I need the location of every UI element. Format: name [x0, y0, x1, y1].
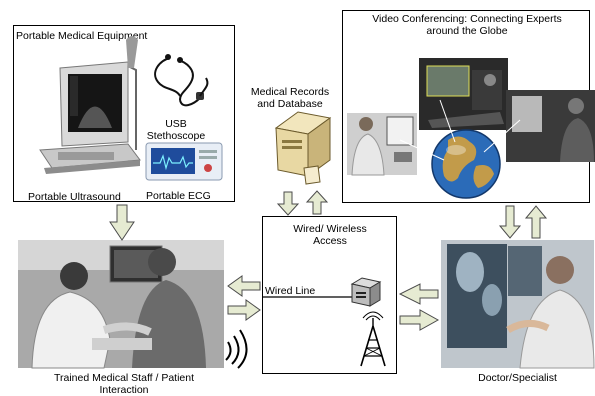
arrow-access-to-staff	[227, 275, 261, 297]
doctor-caption: Doctor/Specialist	[478, 372, 557, 384]
usb-stethoscope-label: USB Stethoscope	[146, 118, 206, 142]
access-title: Wired/ Wireless Access	[293, 223, 367, 247]
arrow-video-down	[498, 205, 522, 239]
arrow-equipment-to-staff	[109, 204, 135, 241]
arrow-access-to-doctor	[399, 309, 440, 331]
equipment-box	[13, 25, 235, 202]
portable-ultrasound-label: Portable Ultrasound	[28, 191, 121, 203]
video-conferencing-title: Video Conferencing: Connecting Experts a…	[372, 13, 562, 37]
wired-line-label: Wired Line	[265, 285, 316, 297]
arrow-records-down	[276, 191, 300, 216]
arrow-records-up	[305, 190, 329, 215]
equipment-title: Portable Medical Equipment	[16, 30, 148, 42]
arrow-video-up	[524, 205, 548, 239]
video-conferencing-box	[342, 10, 590, 203]
records-label: Medical Records and Database	[250, 86, 330, 110]
arrow-staff-to-access	[227, 299, 261, 321]
portable-ecg-label: Portable ECG	[146, 190, 211, 202]
staff-caption: Trained Medical Staff / Patient Interact…	[53, 372, 195, 396]
arrow-doctor-to-access	[398, 283, 439, 305]
